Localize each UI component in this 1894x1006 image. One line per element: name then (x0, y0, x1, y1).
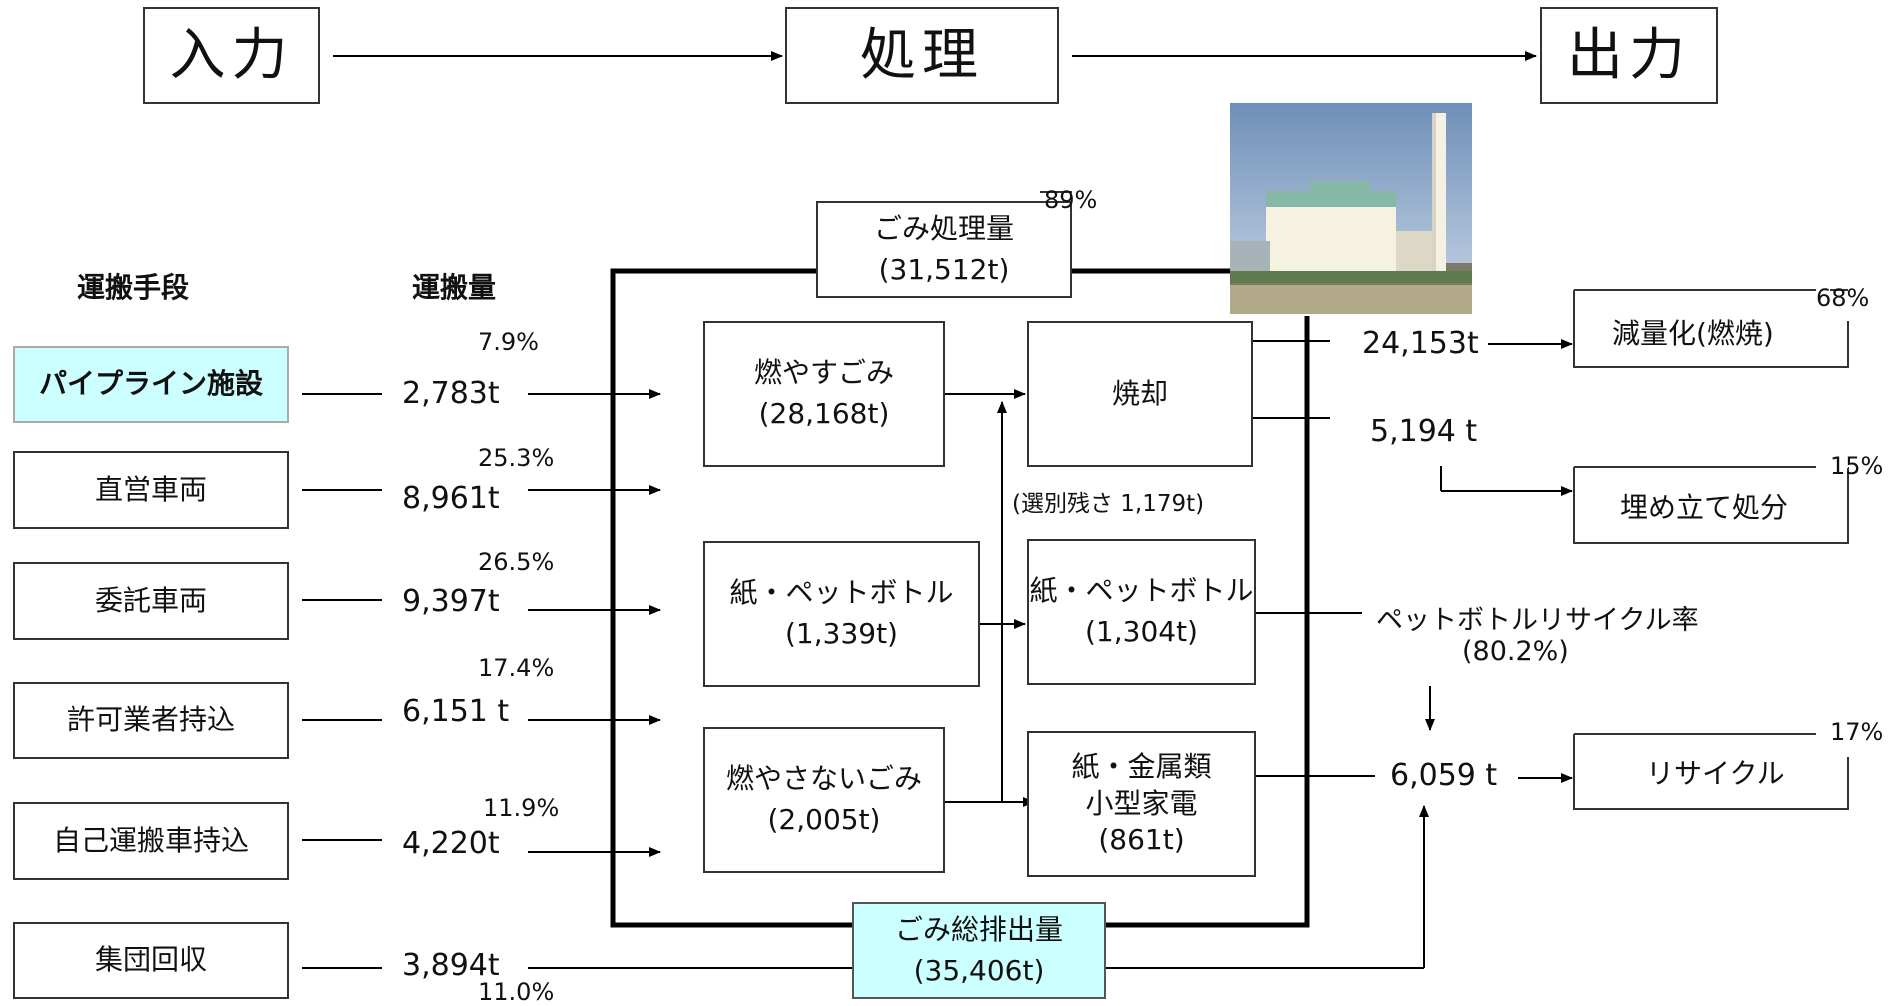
source-label: パイプライン施設 (38, 367, 263, 401)
source-direct-vehicle-box: 直営車両 (13, 451, 289, 529)
processing-total-amount: (31,512t) (878, 252, 1010, 286)
waste-type-name: 燃やさないごみ (725, 762, 922, 796)
source-pct: 17.4% (478, 654, 555, 682)
incineration-plant-photo (1230, 103, 1472, 314)
source-amount: 3,894t (402, 948, 500, 983)
stage-process-box: 処理 (785, 7, 1059, 104)
pet-recycle-rate-label: ペットボトルリサイクル率 (1376, 605, 1699, 636)
total-discharge-amount: (35,406t) (913, 953, 1045, 987)
processing-total-box: ごみ処理量 (31,512t) (816, 201, 1072, 298)
output-recycle-pct: 17% (1830, 718, 1884, 746)
source-pipeline-box: パイプライン施設 (13, 346, 289, 423)
waste-type-amount: (1,339t) (785, 617, 898, 650)
source-pct: 26.5% (478, 548, 555, 576)
metals-appliances-box: 紙・金属類 小型家電 (861t) (1027, 731, 1256, 877)
waste-noncombustible-box: 燃やさないごみ (2,005t) (703, 727, 945, 873)
output-reduction-label: 減量化(燃焼) (1612, 317, 1774, 350)
landfill-amount: 5,194 t (1370, 414, 1478, 449)
waste-type-amount: (28,168t) (758, 397, 890, 430)
output-recycle-label: リサイクル (1646, 757, 1785, 790)
processing-total-title: ごみ処理量 (873, 211, 1014, 245)
stage-output-label: 出力 (1567, 22, 1691, 88)
incineration-box: 焼却 (1027, 321, 1253, 467)
treatment-amount: (861t) (1098, 823, 1185, 857)
source-label: 自己運搬車持込 (52, 823, 249, 857)
reduction-amount: 24,153t (1362, 326, 1479, 361)
waste-type-name: 紙・ペットボトル (729, 576, 954, 610)
output-landfill-label: 埋め立て処分 (1620, 491, 1789, 524)
treatment-name: 紙・金属類 (1071, 750, 1212, 784)
source-licensed-box: 許可業者持込 (13, 682, 289, 759)
source-label: 委託車両 (94, 583, 207, 617)
total-discharge-title: ごみ総排出量 (894, 912, 1063, 946)
treatment-name: 紙・ペットボトル (1029, 574, 1254, 608)
waste-combustible-box: 燃やすごみ (28,168t) (703, 321, 945, 467)
output-landfill-pct: 15% (1830, 452, 1884, 480)
total-discharge-box: ごみ総排出量 (35,406t) (852, 902, 1106, 999)
source-pct: 11.0% (478, 978, 555, 1006)
processing-total-pct: 89% (1044, 186, 1098, 214)
source-contract-vehicle-box: 委託車両 (13, 562, 289, 640)
header-transport-means: 運搬手段 (77, 271, 190, 304)
stage-output-box: 出力 (1540, 7, 1718, 104)
source-label: 許可業者持込 (66, 703, 235, 737)
treatment-amount: (1,304t) (1085, 615, 1198, 648)
source-amount: 9,397t (402, 584, 500, 619)
stage-input-box: 入力 (143, 7, 320, 104)
waste-type-amount: (2,005t) (767, 803, 881, 836)
source-label: 集団回収 (94, 943, 207, 977)
source-amount: 4,220t (402, 826, 500, 861)
treatment-subname: 小型家電 (1085, 786, 1198, 820)
source-pct: 25.3% (478, 444, 555, 472)
source-amount: 8,961t (402, 481, 500, 516)
pet-recycle-rate-value: (80.2%) (1462, 636, 1569, 667)
waste-paper-pet-box: 紙・ペットボトル (1,339t) (703, 541, 980, 687)
source-amount: 2,783t (402, 376, 500, 411)
stage-process-label: 処理 (860, 22, 984, 88)
source-label: 直営車両 (94, 472, 207, 506)
source-amount: 6,151 t (402, 694, 510, 729)
output-reduction-pct: 68% (1816, 284, 1870, 312)
recycle-amount: 6,059 t (1390, 758, 1498, 793)
header-transport-amount: 運搬量 (412, 271, 497, 304)
source-group-collection-box: 集団回収 (13, 922, 289, 999)
waste-type-name: 燃やすごみ (753, 356, 894, 390)
residue-note: (選別残さ 1,179t) (1012, 491, 1205, 517)
paper-pet-treatment-box: 紙・ペットボトル (1,304t) (1027, 539, 1256, 685)
source-self-transport-box: 自己運搬車持込 (13, 802, 289, 880)
stage-input-label: 入力 (169, 22, 294, 88)
source-pct: 7.9% (478, 328, 539, 356)
source-pct: 11.9% (483, 794, 560, 822)
incineration-label: 焼却 (1111, 376, 1168, 410)
